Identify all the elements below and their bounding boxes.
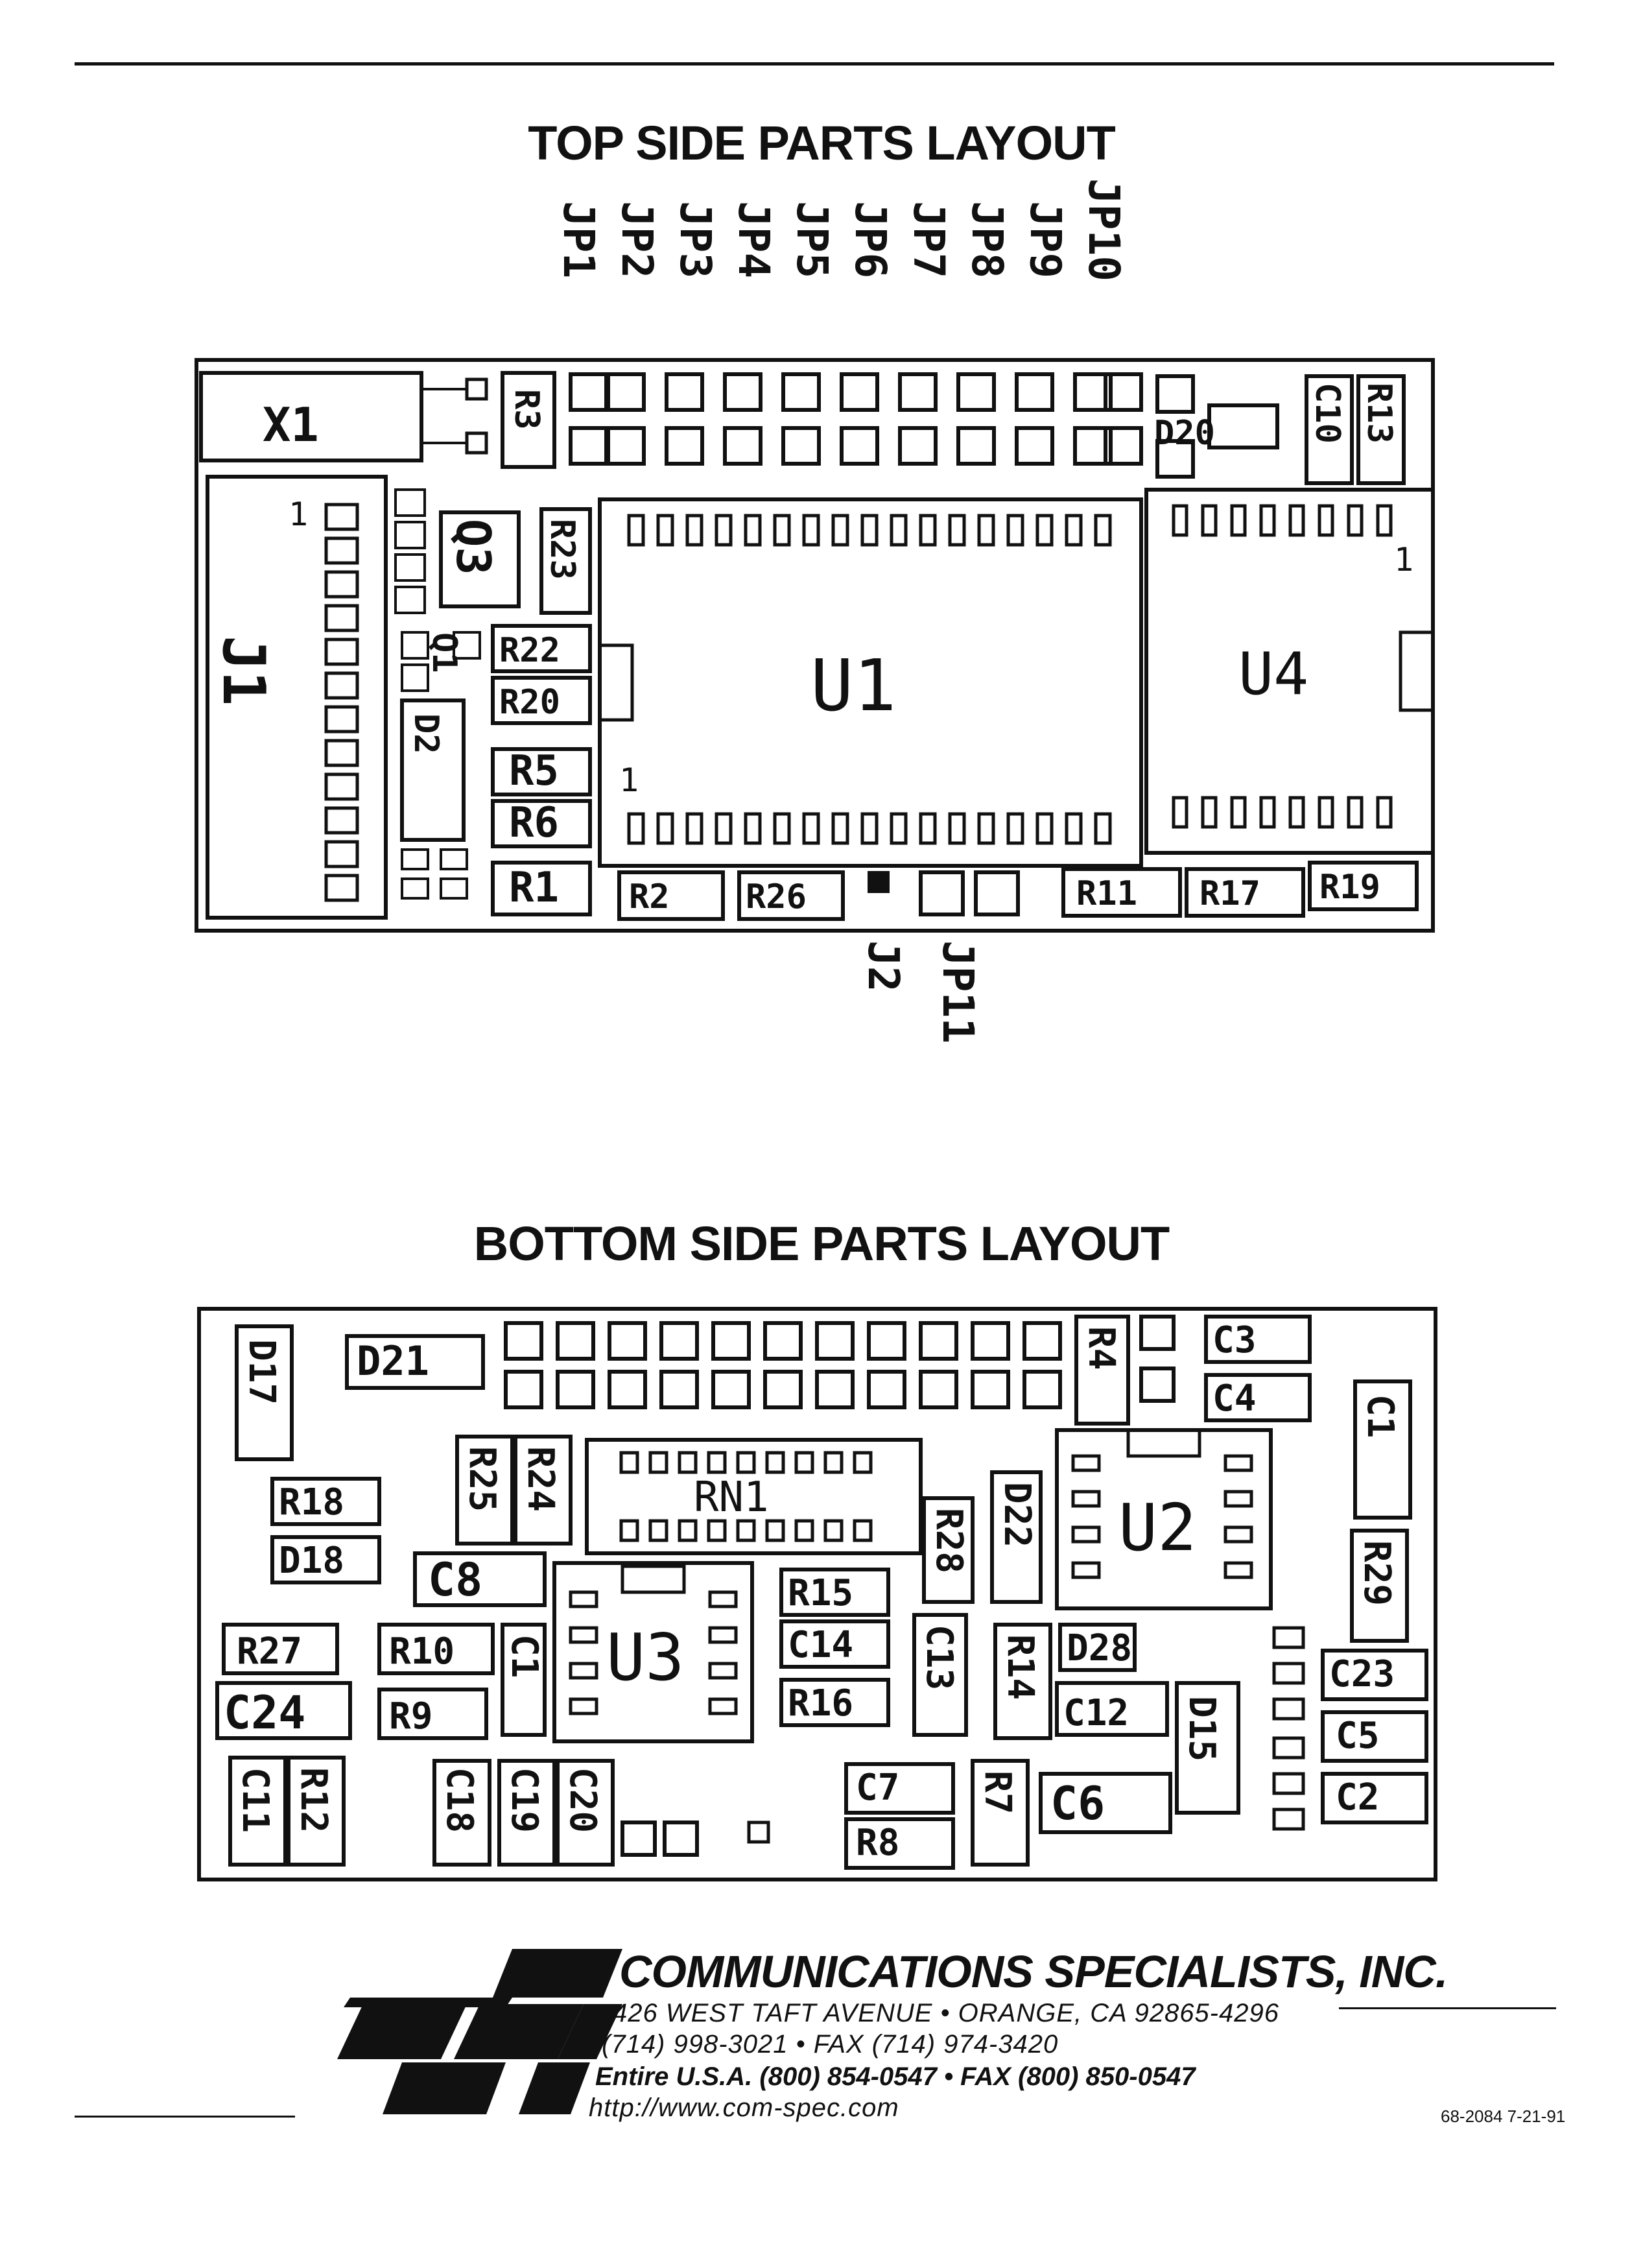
- label-u1: U1: [810, 644, 896, 727]
- label-jp1: JP1: [554, 201, 604, 278]
- label-r2: R2: [629, 877, 670, 916]
- label-r8: R8: [856, 1822, 899, 1864]
- label-r26: R26: [746, 877, 807, 916]
- label-q3: Q3: [446, 519, 501, 575]
- label-c23: C23: [1329, 1653, 1395, 1695]
- label-d2: D2: [407, 713, 445, 754]
- label-r6: R6: [509, 799, 559, 847]
- label-jp5: JP5: [787, 201, 837, 278]
- label-c10: C10: [1308, 383, 1347, 444]
- label-c2: C2: [1336, 1776, 1379, 1819]
- company-address: 426 WEST TAFT AVENUE • ORANGE, CA 92865-…: [613, 1999, 1279, 2027]
- label-r16: R16: [788, 1682, 853, 1725]
- label-r18: R18: [279, 1481, 344, 1523]
- label-j2: J2: [858, 940, 908, 992]
- label-c4: C4: [1212, 1378, 1256, 1420]
- label-jp2: JP2: [612, 201, 662, 278]
- label-d18: D18: [279, 1540, 344, 1582]
- label-x1: X1: [263, 398, 319, 452]
- label-d21: D21: [357, 1337, 429, 1385]
- u1-chip: [598, 497, 1143, 868]
- company-phone: (714) 998-3021 • FAX (714) 974-3420: [602, 2030, 1059, 2059]
- label-c3: C3: [1212, 1319, 1256, 1361]
- label-r3: R3: [507, 389, 546, 430]
- label-c5: C5: [1336, 1715, 1379, 1757]
- label-c8: C8: [428, 1553, 482, 1606]
- label-r11: R11: [1076, 874, 1137, 913]
- label-r13: R13: [1360, 383, 1399, 444]
- label-r23: R23: [543, 519, 582, 580]
- top-rule: [75, 62, 1554, 66]
- company-name: COMMUNICATIONS SPECIALISTS, INC.: [619, 1946, 1448, 1997]
- label-r14: R14: [999, 1634, 1041, 1700]
- label-r5: R5: [509, 747, 559, 795]
- label-jp4: JP4: [729, 201, 779, 278]
- pin1-mark-j1: 1: [289, 495, 308, 533]
- label-r29: R29: [1356, 1540, 1398, 1606]
- label-r4: R4: [1080, 1326, 1122, 1370]
- label-c7: C7: [856, 1767, 899, 1809]
- label-r22: R22: [499, 631, 560, 670]
- label-d20: D20: [1154, 414, 1215, 453]
- bottom-layout-title: BOTTOM SIDE PARTS LAYOUT: [473, 1217, 1170, 1271]
- label-d15: D15: [1181, 1696, 1223, 1761]
- company-website[interactable]: http://www.com-spec.com: [589, 2094, 899, 2122]
- label-jp10: JP10: [1079, 178, 1129, 281]
- label-r28: R28: [928, 1508, 970, 1573]
- label-c20: C20: [561, 1767, 604, 1833]
- label-u3: U3: [606, 1619, 684, 1695]
- label-r24: R24: [519, 1446, 561, 1512]
- label-r27: R27: [237, 1630, 302, 1673]
- label-jp11: JP11: [933, 940, 983, 1044]
- label-r19: R19: [1319, 868, 1380, 907]
- label-d17: D17: [241, 1339, 283, 1405]
- label-c1-left: C1: [503, 1634, 545, 1678]
- pin1-mark-u1: 1: [619, 761, 639, 799]
- x1-crystal: [199, 371, 423, 462]
- top-layout-title: TOP SIDE PARTS LAYOUT: [528, 116, 1116, 170]
- label-r1: R1: [509, 864, 559, 912]
- u3-chip: [552, 1561, 754, 1743]
- label-c12: C12: [1063, 1692, 1129, 1734]
- footer-rule-right: [1339, 2007, 1556, 2009]
- label-d28: D28: [1067, 1627, 1132, 1669]
- label-jp8: JP8: [962, 201, 1012, 278]
- label-rn1: RN1: [694, 1474, 769, 1522]
- label-u4: U4: [1238, 640, 1308, 708]
- rn1-network: [585, 1438, 923, 1555]
- j1-header: [206, 475, 388, 920]
- label-jp3: JP3: [670, 201, 720, 278]
- label-c11: C11: [234, 1767, 276, 1833]
- label-r20: R20: [499, 683, 560, 722]
- label-r15: R15: [788, 1572, 853, 1614]
- label-jp6: JP6: [845, 201, 895, 278]
- label-r9: R9: [389, 1695, 432, 1737]
- label-c14: C14: [788, 1624, 853, 1666]
- label-d22: D22: [996, 1482, 1038, 1547]
- label-r17: R17: [1200, 874, 1260, 913]
- footer-rule-left: [75, 2116, 295, 2118]
- label-c1-right: C1: [1359, 1394, 1401, 1438]
- label-r7: R7: [976, 1771, 1019, 1814]
- label-jp7: JP7: [904, 201, 954, 278]
- company-tollfree: Entire U.S.A. (800) 854-0547 • FAX (800)…: [595, 2062, 1196, 2091]
- pin1-mark-u4: 1: [1394, 541, 1413, 579]
- document-number: 68-2084 7-21-91: [1441, 2107, 1566, 2126]
- label-c13: C13: [918, 1625, 960, 1690]
- label-c18: C18: [438, 1767, 480, 1833]
- u4-chip: [1144, 488, 1435, 855]
- label-jp9: JP9: [1021, 201, 1070, 278]
- label-u2: U2: [1118, 1490, 1196, 1566]
- bottom-board-outline: [197, 1307, 1437, 1881]
- label-r12: R12: [292, 1767, 335, 1833]
- label-c6: C6: [1050, 1777, 1105, 1830]
- label-r25: R25: [461, 1446, 503, 1512]
- label-j1: J1: [209, 636, 278, 706]
- label-r10: R10: [389, 1630, 455, 1673]
- label-q1: Q1: [425, 632, 464, 673]
- label-c19: C19: [503, 1767, 545, 1833]
- label-c24: C24: [224, 1686, 305, 1739]
